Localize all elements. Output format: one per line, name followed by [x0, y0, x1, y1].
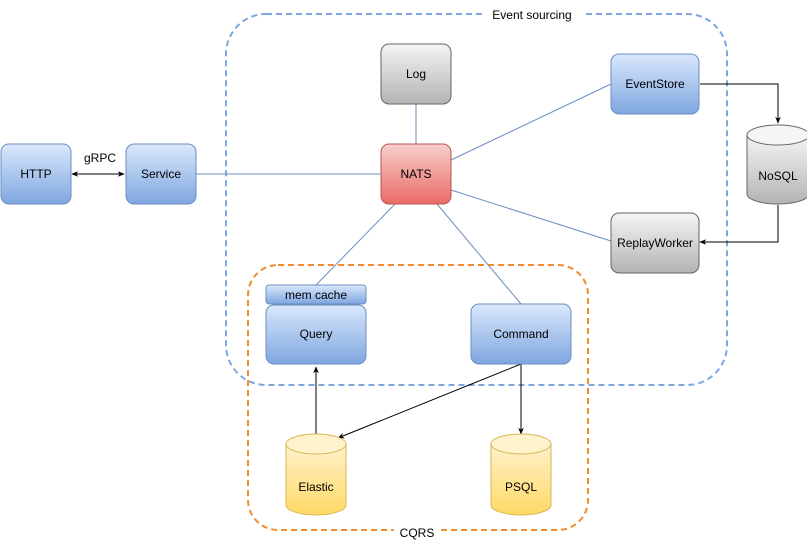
event-sourcing-label-bg: [482, 6, 582, 24]
query-node[interactable]: Query: [265, 304, 367, 365]
nosql-label: NoSQL: [758, 169, 798, 183]
nats-replayworker-edge: [450, 189, 612, 242]
psql-label: PSQL: [505, 480, 537, 494]
nosql-replayworker-edge: [699, 205, 779, 245]
http-label: HTTP: [20, 167, 51, 181]
elastic-database[interactable]: Elastic: [285, 433, 347, 516]
nats-label: NATS: [400, 167, 431, 181]
nats-node[interactable]: NATS: [380, 143, 452, 205]
query-label: Query: [300, 327, 333, 341]
service-node[interactable]: Service: [125, 143, 197, 205]
command-node[interactable]: Command: [470, 303, 572, 365]
nats-query-edge: [315, 203, 396, 286]
nats-eventstore-edge: [450, 83, 612, 161]
mem-cache-node[interactable]: mem cache: [265, 284, 367, 305]
event-sourcing-label: Event sourcing: [492, 8, 571, 22]
psql-database[interactable]: PSQL: [490, 433, 552, 516]
replayworker-node[interactable]: ReplayWorker: [610, 212, 700, 274]
elastic-label: Elastic: [298, 480, 333, 494]
command-label: Command: [493, 327, 548, 341]
cqrs-label-bg: [394, 524, 440, 540]
eventstore-nosql-edge: [700, 83, 781, 124]
log-node[interactable]: Log: [380, 43, 452, 105]
grpc-edge-label: gRPC: [84, 151, 116, 165]
mem-cache-label: mem cache: [285, 288, 347, 302]
replayworker-label: ReplayWorker: [617, 236, 693, 250]
command-elastic-edge: [337, 363, 522, 439]
service-label: Service: [141, 167, 181, 181]
nosql-database[interactable]: NoSQL: [746, 124, 807, 205]
log-label: Log: [406, 67, 426, 81]
event-sourcing-group: [225, 13, 728, 386]
eventstore-label: EventStore: [625, 77, 685, 91]
http-node[interactable]: HTTP: [0, 143, 72, 205]
eventstore-node[interactable]: EventStore: [610, 53, 700, 115]
cqrs-group: [247, 264, 589, 531]
nats-command-edge: [436, 203, 522, 305]
cqrs-label: CQRS: [400, 526, 435, 540]
